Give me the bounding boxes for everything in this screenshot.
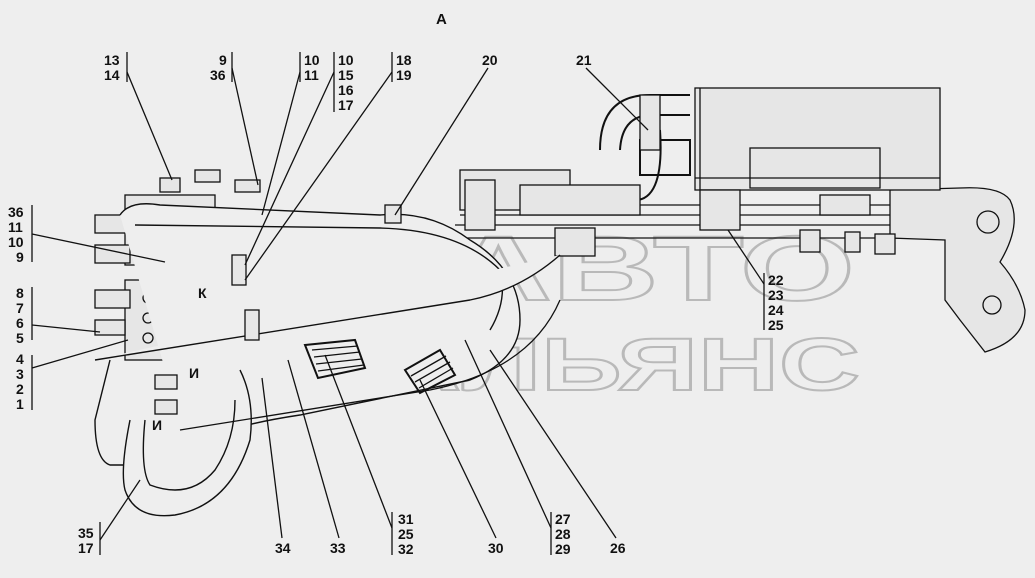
callout-label: 4 <box>16 351 24 367</box>
callout-label: 27 <box>555 511 571 527</box>
callout-label: 9 <box>219 52 227 68</box>
callout-label: 25 <box>398 526 414 542</box>
callout-label: 36 <box>8 204 24 220</box>
callout-label: 5 <box>16 330 24 346</box>
callout-26: 26 <box>610 540 626 556</box>
callout-label: 21 <box>576 52 592 68</box>
callout-36-11-10-9: 36 11 10 9 <box>8 204 24 265</box>
callout-label: 20 <box>482 52 498 68</box>
callout-label: 36 <box>210 67 226 83</box>
callout-label: 9 <box>16 249 24 265</box>
callout-label: 6 <box>16 315 24 331</box>
callout-label: 33 <box>330 540 346 556</box>
callout-label: 25 <box>768 317 784 333</box>
mark-i-lower: И <box>152 417 162 433</box>
callout-label: 13 <box>104 52 120 68</box>
callout-18-19: 18 19 <box>396 52 412 83</box>
callout-label: 26 <box>610 540 626 556</box>
callout-label: 17 <box>338 97 354 113</box>
callout-label: 18 <box>396 52 412 68</box>
callout-label: 15 <box>338 67 354 83</box>
callout-label: 14 <box>104 67 120 83</box>
callout-label: 11 <box>8 219 23 235</box>
callout-34: 34 <box>275 540 291 556</box>
assembly-drawing <box>94 87 1026 517</box>
callout-10-11: 10 11 <box>304 52 320 83</box>
leader-lines <box>31 52 765 555</box>
mark-k: К <box>198 285 207 301</box>
callout-label: 3 <box>16 366 24 382</box>
callout-label: 8 <box>16 285 24 301</box>
callout-label: 7 <box>16 300 24 316</box>
callout-20: 20 <box>482 52 498 68</box>
callout-label: 32 <box>398 541 414 557</box>
callout-label: 35 <box>78 525 94 541</box>
callout-22-23-24-25: 22 23 24 25 <box>768 272 784 333</box>
callout-label: 19 <box>396 67 412 83</box>
callout-10-15-16-17: 10 15 16 17 <box>338 52 354 113</box>
mark-i-upper: И <box>189 365 199 381</box>
callout-label: 2 <box>16 381 24 397</box>
callout-label: 31 <box>398 511 414 527</box>
callout-31-25-32: 31 25 32 <box>398 511 414 557</box>
callout-27-28-29: 27 28 29 <box>555 511 571 557</box>
callout-label: 10 <box>8 234 24 250</box>
callout-label: 28 <box>555 526 571 542</box>
callout-label: 29 <box>555 541 571 557</box>
callout-13-14: 13 14 <box>104 52 120 83</box>
callout-21: 21 <box>576 52 592 68</box>
callout-8-7-6-5: 8 7 6 5 <box>16 285 24 346</box>
callout-label: 22 <box>768 272 784 288</box>
callout-label: 10 <box>338 52 354 68</box>
callout-9-36: 9 36 <box>210 52 227 83</box>
callout-label: 11 <box>304 67 319 83</box>
callout-label: 30 <box>488 540 504 556</box>
callout-label: 17 <box>78 540 94 556</box>
callout-33: 33 <box>330 540 346 556</box>
callout-label: 16 <box>338 82 354 98</box>
callout-4-3-2-1: 4 3 2 1 <box>16 351 24 412</box>
callout-35-17: 35 17 <box>78 525 94 556</box>
callout-label: 1 <box>16 396 24 412</box>
callout-label: 34 <box>275 540 291 556</box>
callout-label: 10 <box>304 52 320 68</box>
callout-label: 24 <box>768 302 784 318</box>
callout-30: 30 <box>488 540 504 556</box>
right-bracket-plate <box>889 187 1026 353</box>
view-title: А <box>436 11 447 28</box>
callout-label: 23 <box>768 287 784 303</box>
